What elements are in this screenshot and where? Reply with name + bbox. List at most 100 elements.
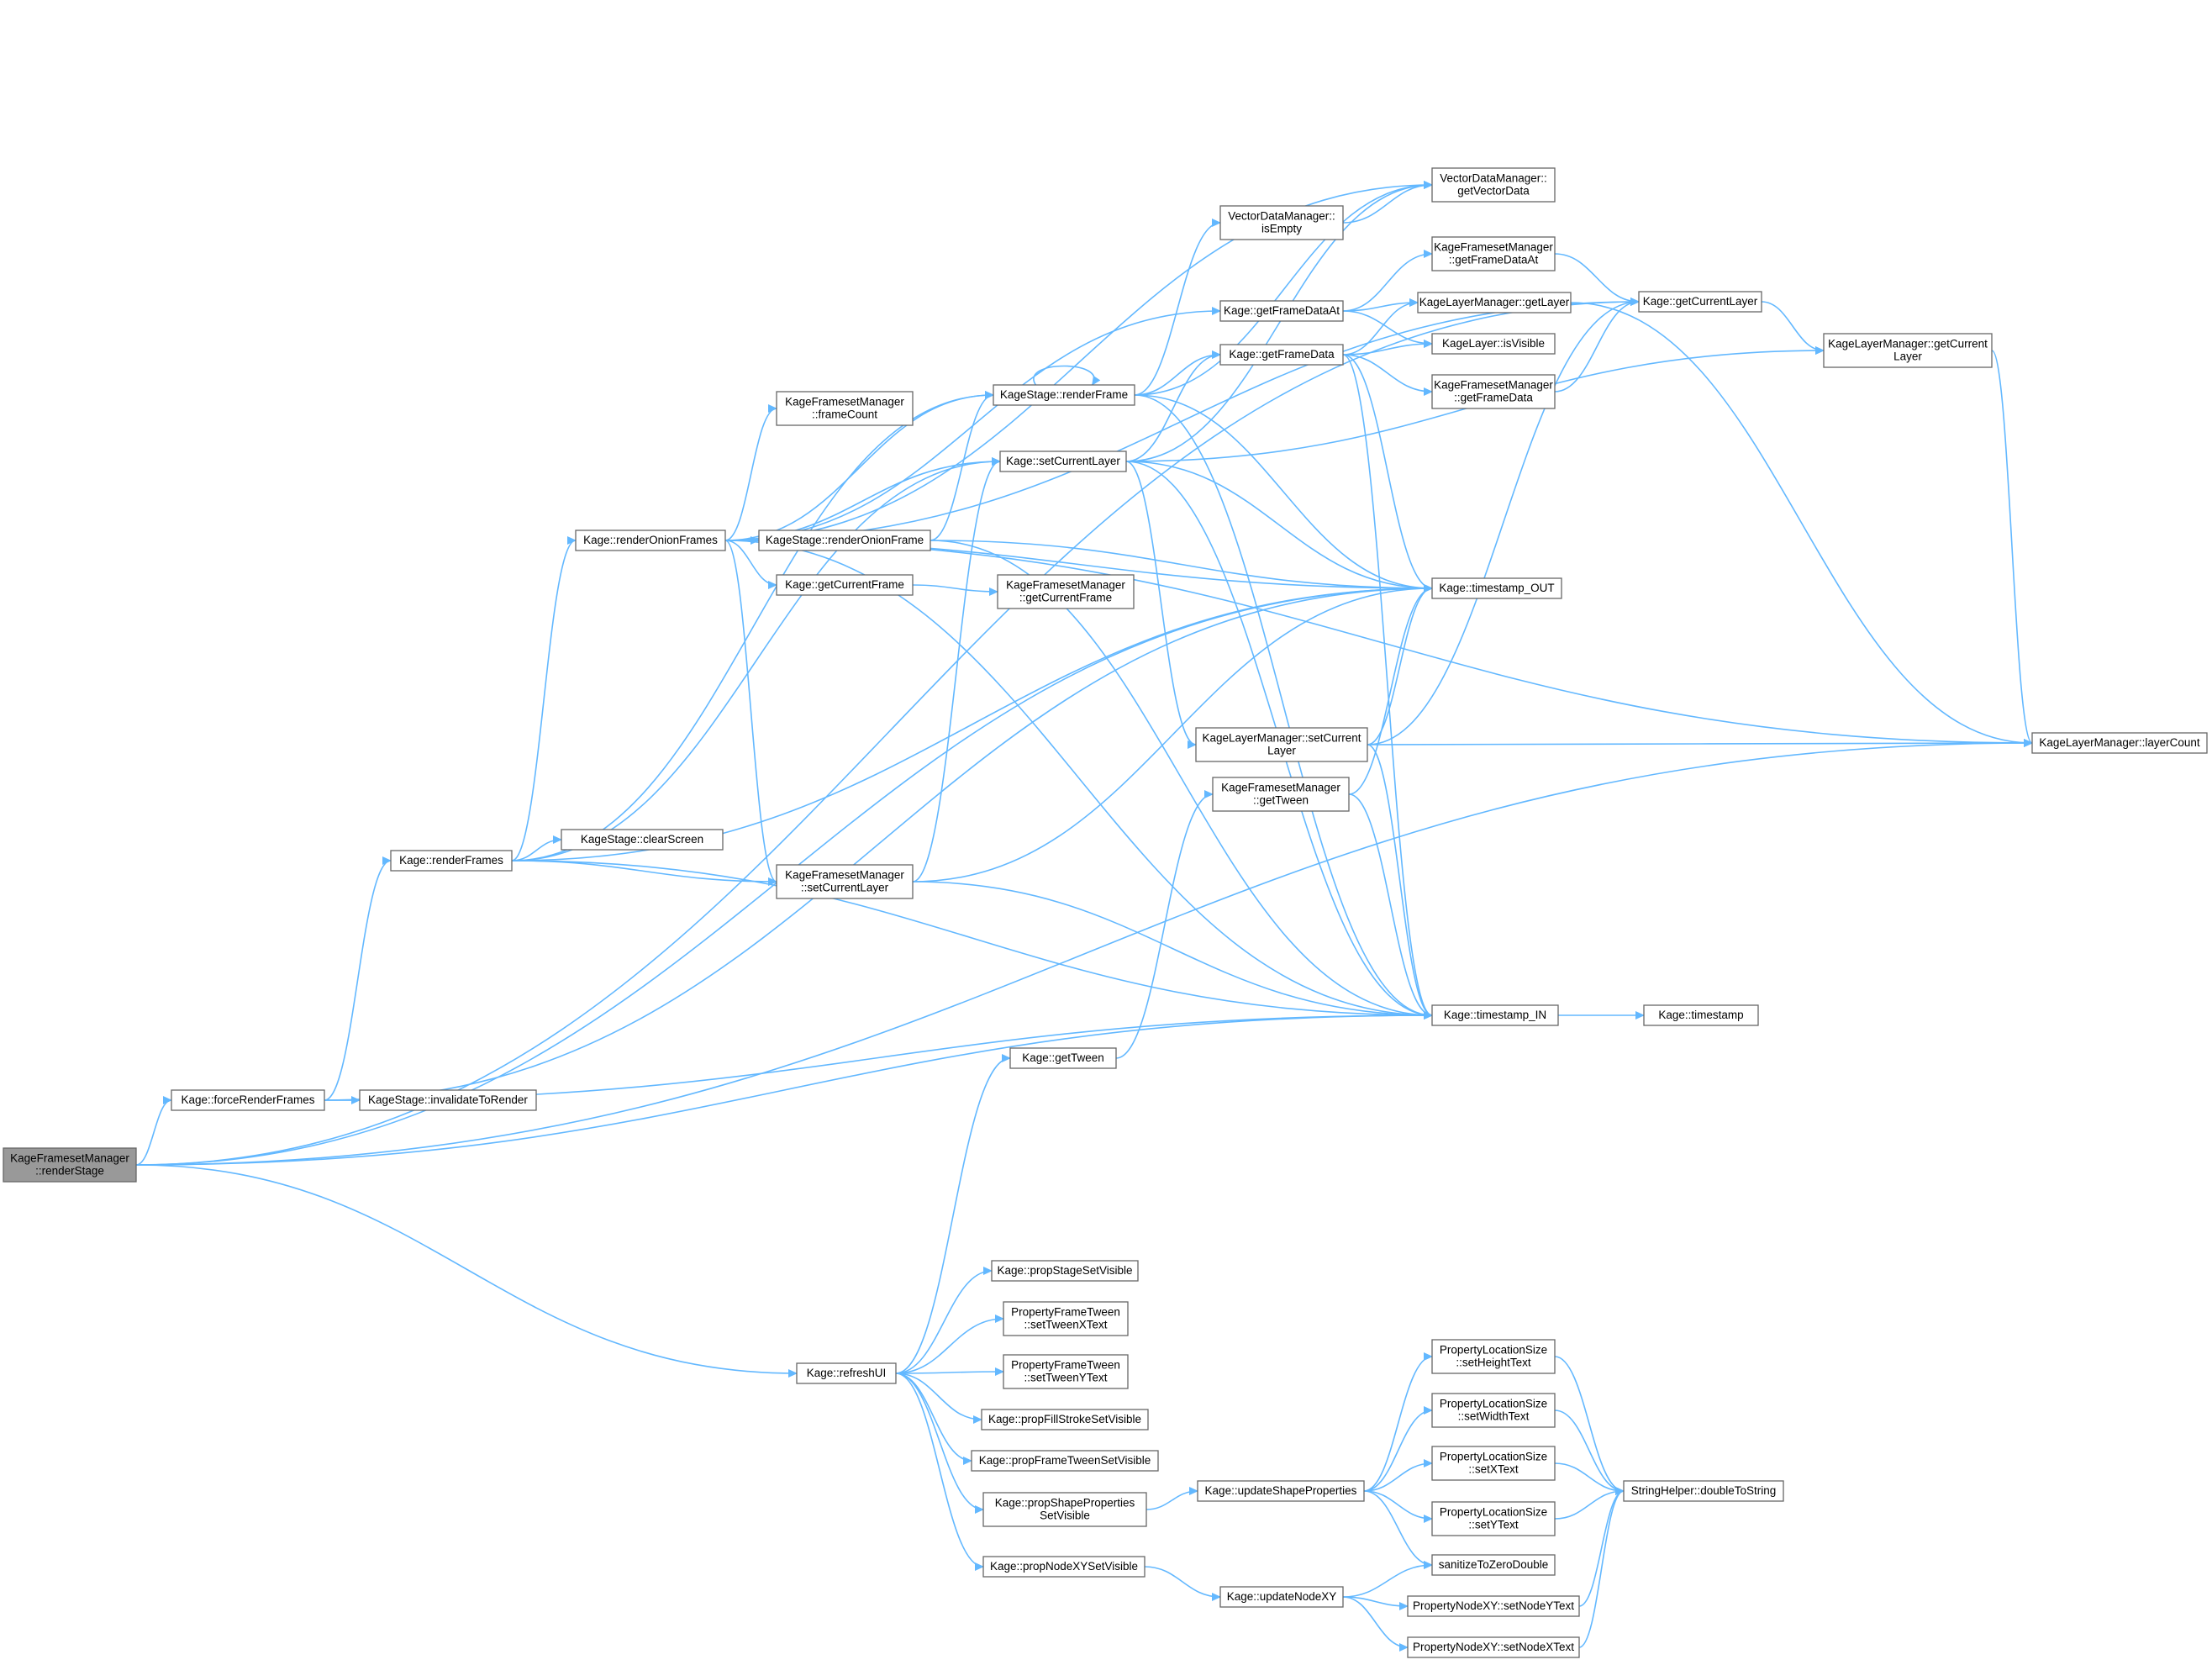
node-fsmGetCurrentFrame[interactable]: KageFramesetManager::getCurrentFrame: [997, 574, 1135, 609]
node-setYText[interactable]: PropertyLocationSize::setYText: [1431, 1501, 1556, 1536]
node-box[interactable]: [2031, 732, 2208, 754]
node-setHeightText[interactable]: PropertyLocationSize::setHeightText: [1431, 1339, 1556, 1374]
node-fsmGetFrameDataAt[interactable]: KageFramesetManager::getFrameDataAt: [1431, 236, 1556, 271]
node-box[interactable]: [171, 1089, 325, 1111]
node-box[interactable]: [993, 384, 1135, 406]
node-box[interactable]: [1431, 1339, 1556, 1374]
node-box[interactable]: [982, 1492, 1147, 1527]
node-getCurrentLayer[interactable]: Kage::getCurrentLayer: [1638, 291, 1762, 313]
node-lmGetCurrentLayer[interactable]: KageLayerManager::getCurrentLayer: [1823, 333, 1993, 368]
node-box[interactable]: [1431, 333, 1556, 355]
node-refreshUI[interactable]: Kage::refreshUI: [796, 1362, 897, 1384]
node-lmGetLayer[interactable]: KageLayerManager::getLayer: [1417, 292, 1572, 314]
node-vdmGetVectorData[interactable]: VectorDataManager::getVectorData: [1431, 167, 1556, 203]
node-propFillStrokeSetVisible[interactable]: Kage::propFillStrokeSetVisible: [981, 1409, 1149, 1431]
node-box[interactable]: [1823, 333, 1993, 368]
node-box[interactable]: [1407, 1595, 1580, 1617]
node-box[interactable]: [1003, 1301, 1129, 1336]
node-box[interactable]: [3, 1147, 137, 1183]
node-setCurrentLayer[interactable]: Kage::setCurrentLayer: [999, 450, 1127, 472]
node-propFrameTweenSetVisible[interactable]: Kage::propFrameTweenSetVisible: [971, 1450, 1159, 1472]
node-setTweenXText[interactable]: PropertyFrameTween::setTweenXText: [1003, 1301, 1129, 1336]
node-fsmGetTween[interactable]: KageFramesetManager::getTween: [1212, 777, 1350, 812]
node-timestampIn[interactable]: Kage::timestamp_IN: [1431, 1004, 1559, 1026]
node-fsmGetFrameData[interactable]: KageFramesetManager::getFrameData: [1431, 374, 1556, 409]
node-box[interactable]: [575, 530, 726, 551]
node-box[interactable]: [1003, 1354, 1129, 1389]
node-box[interactable]: [1431, 374, 1556, 409]
node-box[interactable]: [1431, 1554, 1556, 1576]
node-box[interactable]: [971, 1450, 1159, 1472]
node-doubleToString[interactable]: StringHelper::doubleToString: [1623, 1480, 1784, 1502]
node-box[interactable]: [1638, 291, 1762, 313]
node-getFrameDataAt[interactable]: Kage::getFrameDataAt: [1219, 300, 1344, 322]
node-updateNodeXY[interactable]: Kage::updateNodeXY: [1219, 1586, 1344, 1608]
node-box[interactable]: [359, 1089, 537, 1111]
node-box[interactable]: [1407, 1636, 1580, 1658]
node-box[interactable]: [796, 1362, 897, 1384]
node-box[interactable]: [1195, 727, 1368, 762]
node-renderFrame[interactable]: KageStage::renderFrame: [993, 384, 1135, 406]
node-box[interactable]: [1431, 167, 1556, 203]
node-fsmSetCurrentLayer[interactable]: KageFramesetManager::setCurrentLayer: [776, 864, 914, 899]
node-box[interactable]: [1219, 344, 1344, 366]
node-box[interactable]: [1431, 577, 1562, 599]
node-box[interactable]: [776, 391, 914, 426]
node-invalidateToRender[interactable]: KageStage::invalidateToRender: [359, 1089, 537, 1111]
node-box[interactable]: [1197, 1480, 1365, 1502]
node-lmSetCurrentLayer[interactable]: KageLayerManager::setCurrentLayer: [1195, 727, 1368, 762]
node-timestampOut[interactable]: Kage::timestamp_OUT: [1431, 577, 1562, 599]
node-setXText[interactable]: PropertyLocationSize::setXText: [1431, 1446, 1556, 1481]
node-box[interactable]: [561, 829, 724, 851]
node-setTweenYText[interactable]: PropertyFrameTween::setTweenYText: [1003, 1354, 1129, 1389]
node-getCurrentFrame[interactable]: Kage::getCurrentFrame: [776, 574, 914, 596]
node-box[interactable]: [997, 574, 1135, 609]
node-box[interactable]: [982, 1556, 1146, 1578]
node-getTween[interactable]: Kage::getTween: [1009, 1047, 1117, 1069]
node-setNodeYText[interactable]: PropertyNodeXY::setNodeYText: [1407, 1595, 1580, 1617]
node-box[interactable]: [991, 1260, 1139, 1282]
node-updateShapeProperties[interactable]: Kage::updateShapeProperties: [1197, 1480, 1365, 1502]
node-setWidthText[interactable]: PropertyLocationSize::setWidthText: [1431, 1393, 1556, 1428]
edge-refreshUI-to-setTweenYText: [895, 1367, 1004, 1377]
node-clearScreen[interactable]: KageStage::clearScreen: [561, 829, 724, 851]
edge-setCurrentLayer-to-timestampOut: [1125, 461, 1433, 593]
node-box[interactable]: [1009, 1047, 1117, 1069]
node-timestamp[interactable]: Kage::timestamp: [1643, 1004, 1759, 1026]
node-box[interactable]: [1431, 1501, 1556, 1536]
node-box[interactable]: [758, 530, 931, 551]
node-box[interactable]: [1219, 205, 1344, 240]
node-box[interactable]: [1431, 1446, 1556, 1481]
node-box[interactable]: [1219, 300, 1344, 322]
node-root[interactable]: KageFramesetManager::renderStage: [3, 1147, 137, 1183]
node-box[interactable]: [981, 1409, 1149, 1431]
node-renderFrames[interactable]: Kage::renderFrames: [390, 850, 513, 872]
node-propNodeXYSetVisible[interactable]: Kage::propNodeXYSetVisible: [982, 1556, 1146, 1578]
node-setNodeXText[interactable]: PropertyNodeXY::setNodeXText: [1407, 1636, 1580, 1658]
edge-lmGetLayer-to-layerCount: [1570, 302, 2033, 747]
node-renderOnionFrame[interactable]: KageStage::renderOnionFrame: [758, 530, 931, 551]
node-renderOnionFrames[interactable]: Kage::renderOnionFrames: [575, 530, 726, 551]
node-box[interactable]: [1431, 1004, 1559, 1026]
node-propStageSetVisible[interactable]: Kage::propStageSetVisible: [991, 1260, 1139, 1282]
node-box[interactable]: [1431, 1393, 1556, 1428]
node-frameCount[interactable]: KageFramesetManager::frameCount: [776, 391, 914, 426]
node-box[interactable]: [1212, 777, 1350, 812]
node-sanitizeToZeroDouble[interactable]: sanitizeToZeroDouble: [1431, 1554, 1556, 1576]
node-getFrameData[interactable]: Kage::getFrameData: [1219, 344, 1344, 366]
node-layerIsVisible[interactable]: KageLayer::isVisible: [1431, 333, 1556, 355]
node-box[interactable]: [1417, 292, 1572, 314]
node-label-line: KageLayerManager::getCurrent: [1828, 338, 1988, 350]
node-forceRenderFrames[interactable]: Kage::forceRenderFrames: [171, 1089, 325, 1111]
node-box[interactable]: [1623, 1480, 1784, 1502]
node-box[interactable]: [999, 450, 1127, 472]
node-box[interactable]: [1643, 1004, 1759, 1026]
node-vdmIsEmpty[interactable]: VectorDataManager::isEmpty: [1219, 205, 1344, 240]
node-box[interactable]: [776, 864, 914, 899]
node-layerCount[interactable]: KageLayerManager::layerCount: [2031, 732, 2208, 754]
node-box[interactable]: [1219, 1586, 1344, 1608]
node-box[interactable]: [390, 850, 513, 872]
node-box[interactable]: [1431, 236, 1556, 271]
node-box[interactable]: [776, 574, 914, 596]
